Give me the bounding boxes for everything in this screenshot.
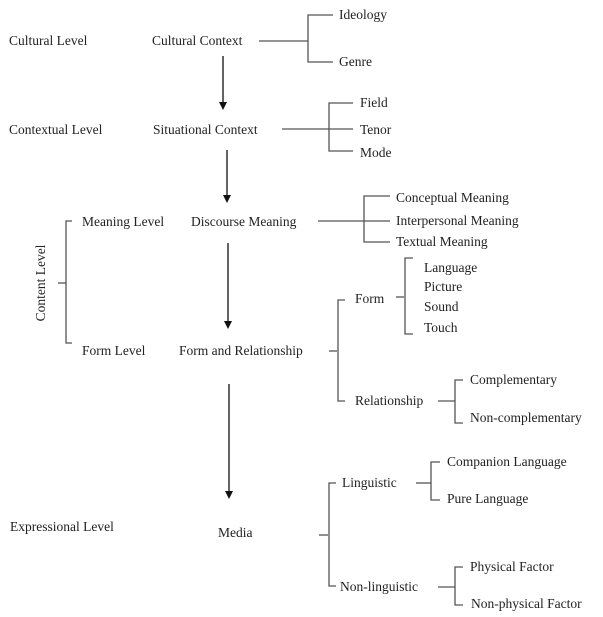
sub-relationship: Relationship [355,393,423,408]
bracket-discourse-meaning [363,195,390,243]
bracket-relationship [454,379,463,424]
branch-textual-meaning: Textual Meaning [396,234,488,249]
branch-genre: Genre [339,54,372,69]
bracket-non-linguistic [454,566,463,606]
non-linguistic-item-non-physical-factor: Non-physical Factor [471,596,582,611]
bracket-form-and-relationship [337,299,345,402]
node-media: Media [218,525,253,540]
node-cultural-context: Cultural Context [152,33,243,48]
bracket-situational-context [328,102,353,152]
branch-tenor: Tenor [360,122,392,137]
relationship-item-complementary: Complementary [470,372,557,387]
sub-form: Form [355,291,385,306]
arrow-situational-to-discourse [223,150,231,203]
branch-ideology: Ideology [339,7,387,22]
branch-conceptual-meaning: Conceptual Meaning [396,190,509,205]
bracket-form [404,257,413,335]
node-discourse-meaning: Discourse Meaning [191,214,297,229]
node-form-and-relationship: Form and Relationship [179,343,303,358]
level-contextual: Contextual Level [9,122,103,137]
sub-linguistic: Linguistic [342,475,397,490]
level-content: Content Level [33,244,48,321]
relationship-item-non-complementary: Non-complementary [470,410,582,425]
branch-interpersonal-meaning: Interpersonal Meaning [396,213,519,228]
node-situational-context: Situational Context [153,122,258,137]
form-item-touch: Touch [424,320,458,335]
form-item-sound: Sound [424,299,459,314]
form-item-picture: Picture [424,279,462,294]
arrow-discourse-to-form [224,243,232,329]
level-form: Form Level [82,343,146,358]
sub-non-linguistic: Non-linguistic [340,579,418,594]
content-level-bracket [65,220,72,344]
arrow-form-to-media [225,384,233,499]
linguistic-item-companion-language: Companion Language [447,454,567,469]
level-cultural: Cultural Level [9,33,88,48]
form-item-language: Language [424,260,477,275]
branch-field: Field [360,95,388,110]
bracket-cultural-context [307,14,333,63]
linguistic-item-pure-language: Pure Language [447,491,528,506]
bracket-linguistic [430,461,440,501]
level-meaning: Meaning Level [82,214,164,229]
level-expressional: Expressional Level [10,519,114,534]
branch-mode: Mode [360,145,392,160]
bracket-media [328,482,336,587]
arrow-cultural-to-situational [219,56,227,110]
non-linguistic-item-physical-factor: Physical Factor [470,559,554,574]
